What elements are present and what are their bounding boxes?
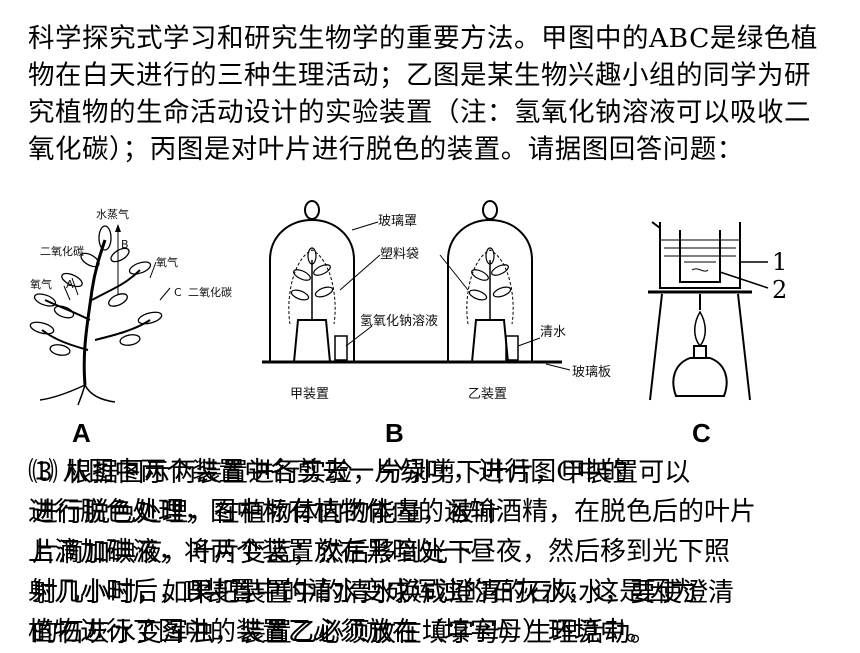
- q2-line-5: 的石灰水变浑浊，装置乙必须放在填字母）生理活动。: [32, 618, 657, 648]
- fig-label-a: A: [72, 418, 91, 448]
- question-layer-2: ⑶ 根据图示两装置进行实验，分别剪下叶片，甲装置可以 进行脱色处理，在植物体内的…: [32, 453, 838, 653]
- plant-stem: [82, 239, 107, 386]
- plant-leaves: [29, 225, 163, 356]
- figure-a-plant: 水蒸气 B 二氧化碳 氧气 A 氧气 C 二氧化碳: [29, 207, 232, 406]
- fig-a-oxygen-right: 氧气: [156, 255, 178, 269]
- fig-c-label-2: 2: [772, 276, 787, 304]
- fig-a-oxygen-left: 氧气: [30, 277, 52, 291]
- plant-branch: [41, 269, 151, 351]
- q1-line-2: 进行脱色处理，图中标有植物体内的运输酒精，在脱色后的叶片: [28, 497, 757, 527]
- intro-text: 科学探究式学习和研究生物学的重要方法。甲图中的ABC是绿色植物在白天进行的三种生…: [28, 23, 818, 165]
- question-layer-1: ⑴ 从图中两个装置中各剪去一片绿叶，进行图C中的 进行脱色处理，图中标有植物体内…: [28, 452, 834, 652]
- q1-line-1: ⑴ 从图中两个装置中各剪去一片绿叶，进行图C中的: [28, 457, 629, 487]
- fig-a-label-b: B: [121, 238, 129, 251]
- q2-line-1: ⑶ 根据图示两装置进行实验，分别剪下叶片，甲装置可以: [32, 458, 691, 488]
- q1-line-3: 上滴加碘液，将两个装置放在黑暗处一昼夜，然后移到光下照: [28, 537, 731, 567]
- fig-c-label-1: 1: [772, 248, 787, 276]
- figure-c-setup: [648, 221, 769, 401]
- q1-line-4: 射几小时后，B装置中的清水变成浑浊的石灰水，这是因为: [28, 577, 698, 607]
- fig-a-water-vapor: 水蒸气: [96, 207, 129, 221]
- fig-b-bell-jar: 玻璃罩: [378, 214, 417, 229]
- q2-line-4: 射几小时，如果把装置中的清水换成澄清的石灰水，要使澄清: [32, 578, 735, 608]
- fig-b-device-jia: 甲装置: [290, 387, 329, 402]
- fig-label-c: C: [692, 418, 711, 448]
- fig-a-label-a: A: [66, 278, 74, 291]
- question-text: ⑴ 从图中两个装置中各剪去一片绿叶，进行图C中的 进行脱色处理，图中标有植物体内…: [28, 452, 834, 648]
- fig-label-b: B: [385, 418, 404, 448]
- plant-roots: [39, 384, 116, 406]
- fig-b-water: 清水: [540, 325, 566, 340]
- fig-b-device-yi: 乙装置: [468, 387, 507, 402]
- figure-row: 水蒸气 B 二氧化碳 氧气 A 氧气 C 二氧化碳: [29, 200, 787, 406]
- fig-a-co2-right: 二氧化碳: [188, 285, 232, 299]
- q2-line-2: 进行脱色处理，在植物体内的能量，被叶: [32, 498, 501, 528]
- fig-b-glass-plate: 玻璃板: [572, 365, 611, 380]
- fig-a-label-c: C: [174, 286, 182, 299]
- fig-b-naoh: 氢氧化钠溶液: [360, 314, 438, 329]
- q2-line-3: 片滴加碘液，叶片变蓝；然后移到光下: [32, 538, 475, 568]
- figure-b-apparatus: [262, 200, 571, 371]
- q1-line-5: 植物进行了图中的装置乙必须放在（填字母）环境中。: [28, 617, 653, 647]
- fig-b-plastic-bag: 塑料袋: [380, 247, 419, 262]
- fig-a-co2-left: 二氧化碳: [40, 244, 84, 258]
